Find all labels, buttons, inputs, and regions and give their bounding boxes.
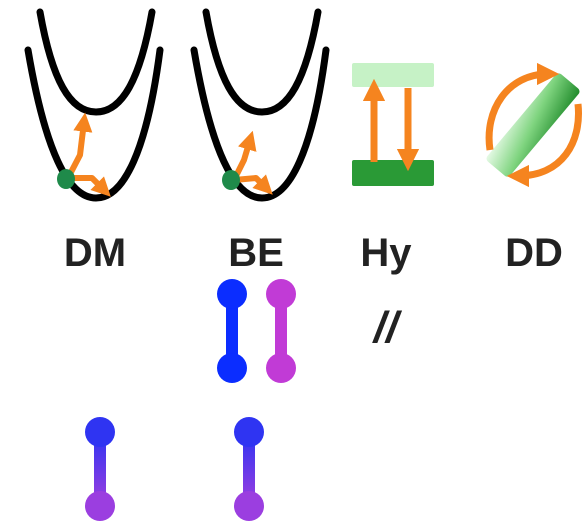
dumbbell-left-bottom-icon bbox=[85, 417, 115, 521]
hy-label: Hy bbox=[360, 231, 412, 275]
dd-rotating-bar-icon bbox=[486, 73, 580, 177]
be-label: BE bbox=[228, 231, 284, 275]
hy-upper-level-icon bbox=[352, 63, 434, 87]
dm-label: DM bbox=[64, 231, 126, 275]
dumbbell-blue-icon bbox=[217, 279, 247, 383]
dm-arrow-right-icon bbox=[68, 175, 111, 197]
dm-arrow-up-icon bbox=[65, 112, 93, 180]
dd-arrow-lower-icon bbox=[506, 103, 582, 188]
hy-panel bbox=[352, 63, 434, 186]
hy-lower-level-icon bbox=[352, 160, 434, 186]
dumbbell-right-bottom-icon bbox=[234, 417, 264, 521]
be-lower-parabola-icon bbox=[190, 46, 330, 202]
dd-panel bbox=[485, 62, 582, 188]
be-panel bbox=[190, 8, 330, 202]
dumbbell-magenta-icon bbox=[266, 279, 296, 383]
dd-arrow-upper-icon bbox=[485, 62, 560, 151]
be-upper-parabola-icon bbox=[202, 8, 322, 116]
parallel-symbol: // bbox=[372, 303, 403, 352]
be-arrow-right-icon bbox=[233, 174, 273, 195]
dm-lower-parabola-icon bbox=[24, 46, 164, 202]
dm-upper-parabola-icon bbox=[36, 8, 156, 116]
dd-label: DD bbox=[505, 231, 563, 275]
be-exciton-dot-icon bbox=[222, 170, 240, 190]
dm-panel bbox=[24, 8, 164, 202]
dm-exciton-dot-icon bbox=[57, 169, 75, 189]
